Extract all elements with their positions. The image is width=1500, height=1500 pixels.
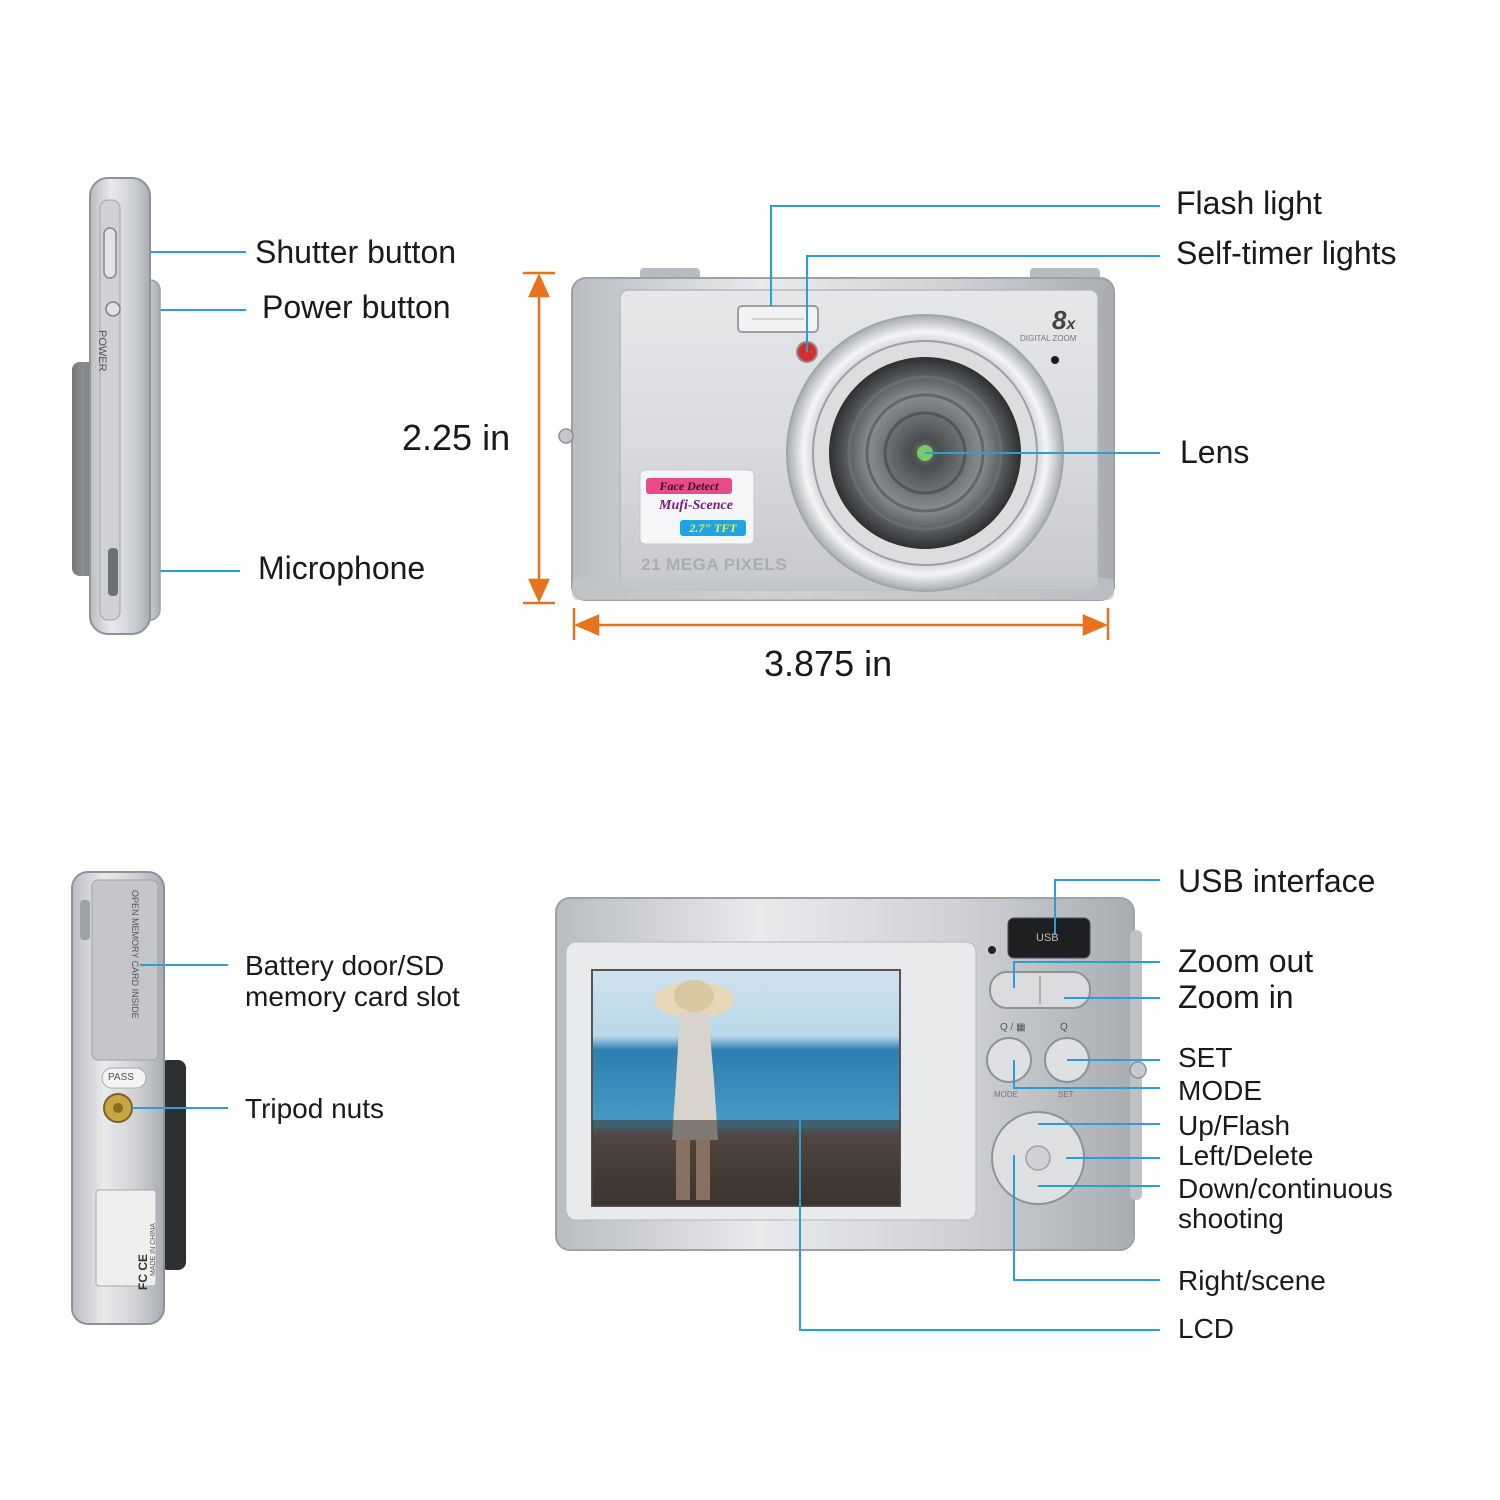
- label-microphone: Microphone: [258, 550, 426, 586]
- power-button-side: [105, 301, 121, 317]
- mode-button-text: MODE: [994, 1090, 1018, 1099]
- label-right-scene: Right/scene: [1178, 1265, 1326, 1296]
- side-view-camera: [72, 177, 161, 635]
- width-dimension-label: 3.875 in: [764, 643, 893, 684]
- label-set: SET: [1178, 1042, 1233, 1073]
- multi-scene-sticker: Mufi-Scence: [659, 498, 733, 513]
- label-up-flash: Up/Flash: [1178, 1110, 1291, 1141]
- face-detect-sticker: Face Detect: [646, 478, 732, 494]
- battery-door-text: OPEN MEMORY CARD INSIDE: [130, 890, 140, 1019]
- lcd-screen: [591, 969, 901, 1207]
- label-down-shooting: shooting: [1178, 1203, 1284, 1234]
- dimension-width-arrow: [572, 608, 1110, 640]
- label-lens: Lens: [1180, 434, 1250, 470]
- usb-port-text: USB: [1036, 932, 1059, 944]
- mode-button: [986, 1037, 1032, 1083]
- certification-marks: FC CE: [136, 1254, 150, 1290]
- label-battery-door-1: Battery door/SD: [245, 950, 445, 981]
- microphone-side: [108, 548, 118, 596]
- set-button-text: SET: [1058, 1090, 1074, 1099]
- label-flash-light: Flash light: [1176, 185, 1322, 221]
- made-in-text: MADE IN CHINA: [150, 1223, 157, 1276]
- screen-size-sticker: 2.7" TFT: [680, 520, 746, 536]
- dimension-height-arrow: [523, 271, 555, 605]
- label-down-continuous: Down/continuous: [1178, 1173, 1393, 1204]
- label-tripod-nuts: Tripod nuts: [245, 1093, 385, 1124]
- label-shutter-button: Shutter button: [255, 234, 457, 270]
- svg-text:Q: Q: [1060, 1022, 1068, 1033]
- label-zoom-out: Zoom out: [1178, 943, 1314, 979]
- bottom-leader-lines: [132, 964, 228, 1109]
- power-side-text: POWER: [96, 330, 108, 372]
- label-zoom-in: Zoom in: [1178, 979, 1294, 1015]
- label-left-delete: Left/Delete: [1178, 1140, 1314, 1171]
- label-battery-door-2: memory card slot: [245, 981, 460, 1012]
- label-mode: MODE: [1178, 1075, 1262, 1106]
- shutter-button-side: [103, 227, 117, 279]
- pass-sticker-text: PASS: [108, 1072, 134, 1083]
- label-usb-interface: USB interface: [1178, 863, 1376, 899]
- usb-port: [1007, 917, 1091, 959]
- digital-zoom-caption: DIGITAL ZOOM: [1020, 334, 1077, 343]
- svg-text:Q / ▦: Q / ▦: [1000, 1022, 1026, 1033]
- bottom-view-camera: [71, 871, 186, 1325]
- megapixels-label: 21 MEGA PIXELS: [641, 555, 788, 574]
- label-self-timer-lights: Self-timer lights: [1176, 235, 1397, 271]
- back-leader-lines: [799, 879, 1160, 1331]
- label-power-button: Power button: [262, 289, 451, 325]
- height-dimension-label: 2.25 in: [402, 417, 511, 458]
- zoom-value: 8x: [1052, 305, 1076, 335]
- label-lcd: LCD: [1178, 1313, 1235, 1344]
